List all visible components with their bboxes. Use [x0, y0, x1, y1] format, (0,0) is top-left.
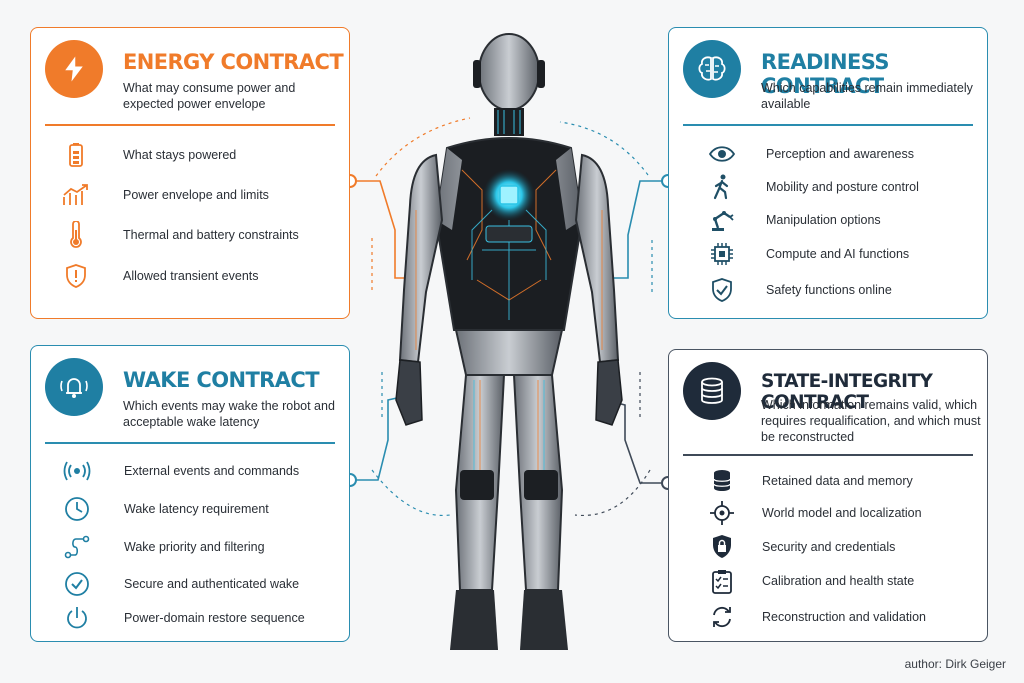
brain-icon [683, 40, 741, 98]
warning-shield-icon [61, 261, 91, 291]
thermometer-icon [61, 220, 91, 250]
state-item-label: Reconstruction and validation [762, 610, 926, 624]
check-shield-icon [707, 275, 737, 305]
lightning-icon [45, 40, 103, 98]
lock-shield-icon [707, 532, 737, 562]
bell-icon [45, 358, 103, 416]
energy-divider [45, 124, 335, 126]
energy-item-label: Thermal and battery constraints [123, 228, 299, 242]
wake-divider [45, 442, 335, 444]
energy-subtitle: What may consume power and expected powe… [123, 81, 296, 111]
energy-item: Thermal and battery constraints [31, 220, 349, 250]
energy-item-label: What stays powered [123, 148, 237, 162]
database-icon [683, 362, 741, 420]
database-icon [707, 466, 737, 496]
energy-contract-card: ENERGY CONTRACT What may consume power a… [30, 27, 350, 319]
readiness-subtitle: Which capabilities remain immediately av… [761, 81, 973, 111]
wake-item: Power-domain restore sequence [31, 603, 349, 633]
rising-chart-icon [61, 180, 91, 210]
state-item: Retained data and memory [669, 466, 987, 496]
state-integrity-contract-card: STATE-INTEGRITY CONTRACT Which informati… [668, 349, 988, 642]
state-item: Calibration and health state [669, 566, 987, 596]
readiness-divider [683, 124, 973, 126]
readiness-item: Perception and awareness [669, 139, 987, 169]
readiness-item-label: Safety functions online [766, 283, 892, 297]
energy-item-label: Power envelope and limits [123, 188, 269, 202]
wake-subtitle: Which events may wake the robot and acce… [123, 399, 335, 429]
wake-title: WAKE CONTRACT [123, 368, 320, 392]
robot-arm-icon [707, 205, 737, 235]
readiness-item-label: Manipulation options [766, 213, 881, 227]
energy-item: What stays powered [31, 140, 349, 170]
readiness-item: Safety functions online [669, 275, 987, 305]
walking-person-icon [707, 172, 737, 202]
state-subtitle: Which information remains valid, which r… [761, 398, 981, 444]
battery-icon [61, 140, 91, 170]
readiness-contract-card: READINESS CONTRACT Which capabilities re… [668, 27, 988, 319]
readiness-item-label: Perception and awareness [766, 147, 915, 161]
energy-item-label: Allowed transient events [123, 269, 259, 283]
chip-icon [707, 239, 737, 269]
state-divider [683, 454, 973, 456]
humanoid-robot-illustration [395, 33, 623, 650]
wake-item-label: Power-domain restore sequence [124, 611, 305, 625]
wake-item: Wake priority and filtering [31, 532, 349, 562]
author-credit: author: Dirk Geiger [904, 657, 1006, 671]
readiness-item-label: Mobility and posture control [766, 180, 919, 194]
refresh-icon [707, 602, 737, 632]
clock-icon [62, 494, 92, 524]
checklist-icon [707, 566, 737, 596]
power-icon [62, 603, 92, 633]
wake-item-label: Secure and authenticated wake [124, 577, 300, 591]
crosshair-icon [707, 498, 737, 528]
energy-item: Power envelope and limits [31, 180, 349, 210]
readiness-item: Manipulation options [669, 205, 987, 235]
state-item: Security and credentials [669, 532, 987, 562]
wake-item: Wake latency requirement [31, 494, 349, 524]
broadcast-icon [62, 456, 92, 486]
check-circle-icon [62, 569, 92, 599]
wake-item-label: Wake latency requirement [124, 502, 269, 516]
state-item-label: World model and localization [762, 506, 922, 520]
readiness-item: Mobility and posture control [669, 172, 987, 202]
wake-item: Secure and authenticated wake [31, 569, 349, 599]
state-item-label: Security and credentials [762, 540, 896, 554]
readiness-item-label: Compute and AI functions [766, 247, 910, 261]
state-item-label: Retained data and memory [762, 474, 913, 488]
energy-title: ENERGY CONTRACT [123, 50, 344, 74]
wake-item-label: Wake priority and filtering [124, 540, 265, 554]
state-title: STATE-INTEGRITY CONTRACT [761, 371, 933, 413]
readiness-item: Compute and AI functions [669, 239, 987, 269]
wake-item: External events and commands [31, 456, 349, 486]
energy-item: Allowed transient events [31, 261, 349, 291]
eye-icon [707, 139, 737, 169]
route-icon [62, 532, 92, 562]
state-item: World model and localization [669, 498, 987, 528]
state-item-label: Calibration and health state [762, 574, 915, 588]
state-item: Reconstruction and validation [669, 602, 987, 632]
wake-contract-card: WAKE CONTRACT Which events may wake the … [30, 345, 350, 642]
readiness-title: READINESS CONTRACT [761, 50, 889, 98]
wake-item-label: External events and commands [124, 464, 300, 478]
